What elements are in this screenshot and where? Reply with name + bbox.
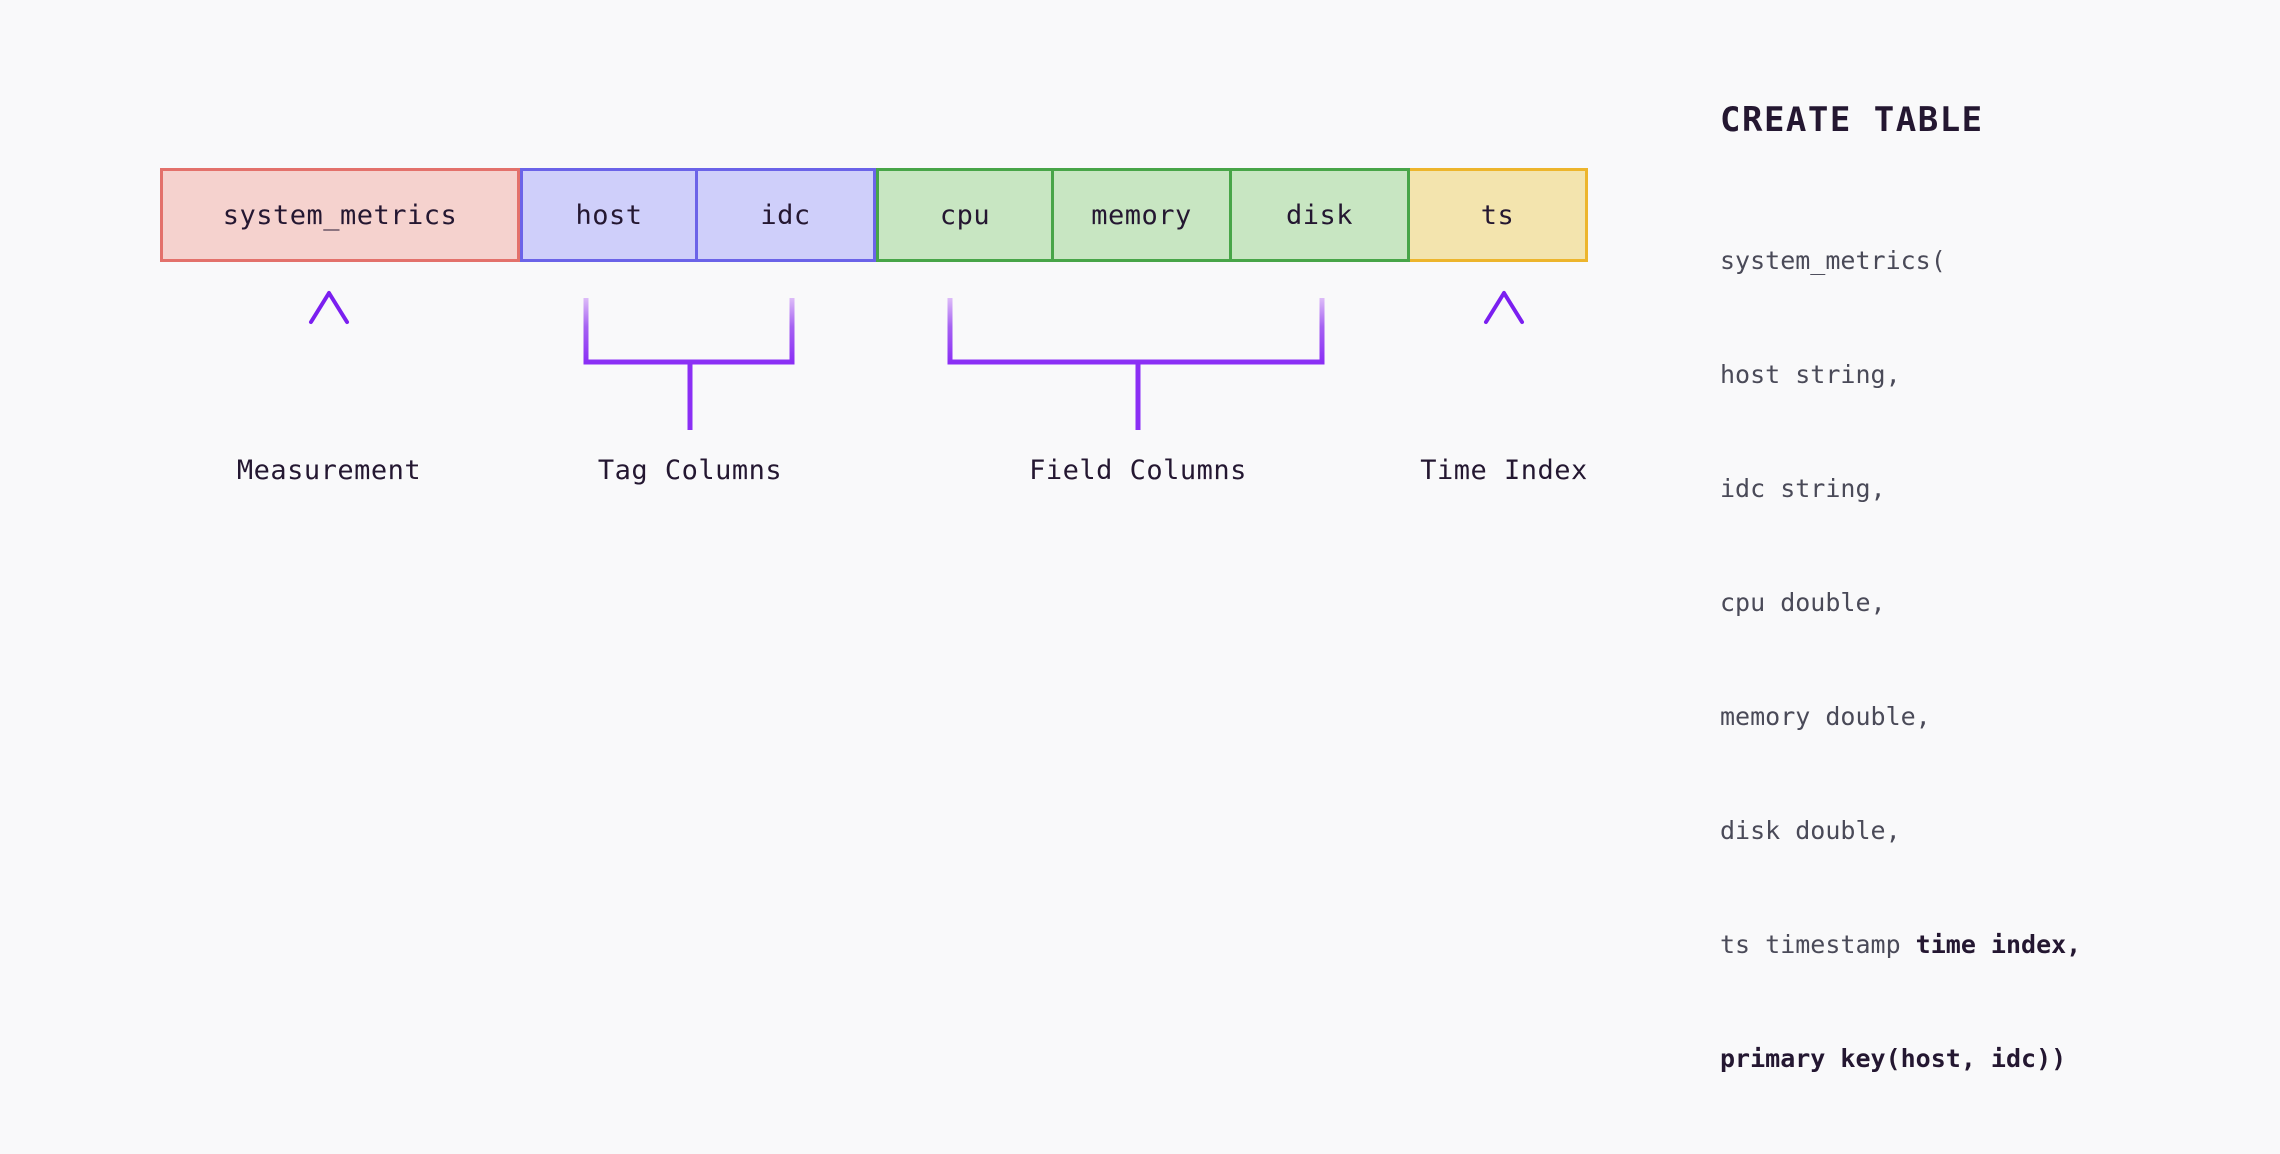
ddl-line: cpu double,: [1720, 588, 1886, 617]
connector-bracket-field: [947, 298, 1325, 430]
annotation-label-field-columns: Field Columns: [1029, 455, 1247, 486]
connector-arrow-time-index: [1484, 291, 1524, 414]
ddl-panel: CREATE TABLE system_metrics( host string…: [1720, 100, 2240, 1154]
ddl-line: host string,: [1720, 360, 1901, 389]
schema-cell-label: memory: [1091, 199, 1192, 231]
schema-cell-memory: memory: [1054, 168, 1232, 262]
diagram-canvas: system_metrics host idc cpu memory disk …: [160, 100, 2081, 1073]
ddl-line: disk double,: [1720, 816, 1901, 845]
schema-cell-label: cpu: [939, 199, 991, 231]
schema-cell-label: system_metrics: [222, 199, 458, 231]
schema-cell-label: ts: [1480, 199, 1515, 231]
schema-cell-disk: disk: [1232, 168, 1410, 262]
annotation-label-tag-columns: Tag Columns: [597, 455, 783, 486]
annotation-label-measurement: Measurement: [236, 455, 422, 486]
schema-cell-idc: idc: [698, 168, 876, 262]
schema-strip: system_metrics host idc cpu memory disk …: [160, 168, 1588, 262]
connector-bracket-tag: [583, 298, 795, 430]
ddl-line: primary key(host, idc)): [1720, 1044, 2067, 1073]
ddl-line: ts timestamp time index,: [1720, 930, 2082, 959]
schema-cell-measurement: system_metrics: [160, 168, 520, 262]
connector-arrow-measurement: [309, 291, 349, 398]
schema-cell-cpu: cpu: [876, 168, 1054, 262]
schema-cell-ts: ts: [1410, 168, 1588, 262]
ddl-line: idc string,: [1720, 474, 1886, 503]
ddl-line: system_metrics(: [1720, 246, 1946, 275]
schema-cell-label: disk: [1285, 199, 1354, 231]
ddl-code-block: system_metrics( host string, idc string,…: [1720, 166, 2240, 1154]
schema-cell-label: idc: [760, 199, 811, 231]
annotation-label-time-index: Time Index: [1420, 455, 1588, 486]
schema-cell-label: host: [575, 199, 643, 231]
ddl-title: CREATE TABLE: [1720, 100, 1984, 140]
schema-cell-host: host: [520, 168, 698, 262]
ddl-line: memory double,: [1720, 702, 1931, 731]
